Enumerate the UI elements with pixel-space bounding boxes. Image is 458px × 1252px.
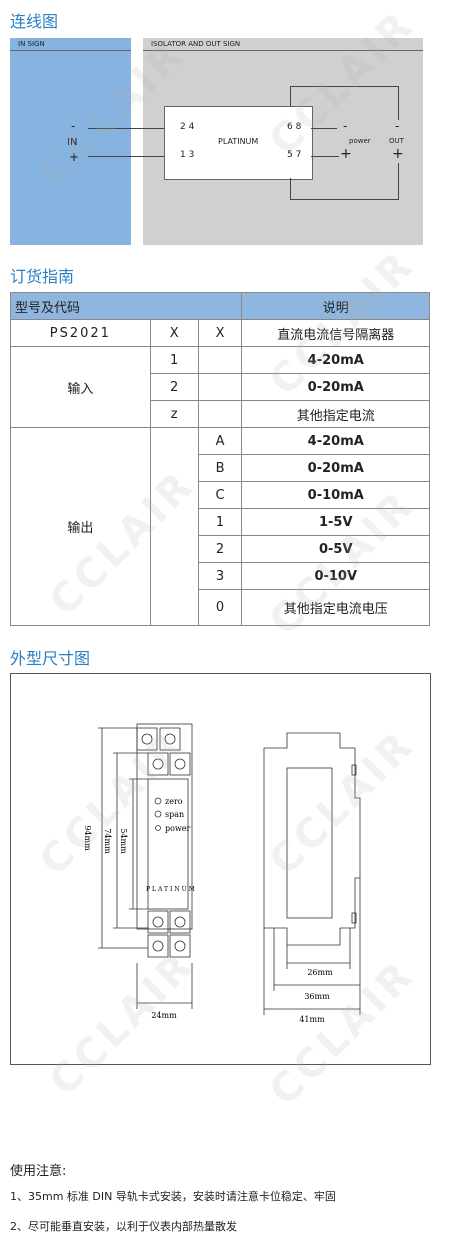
terminal-block — [147, 752, 169, 776]
header-desc: 说明 — [241, 292, 430, 320]
power-wire-minus — [311, 128, 337, 129]
isolator-label: ISOLATOR AND OUT SIGN — [143, 38, 423, 51]
output-code: 2 — [197, 535, 243, 563]
depth-41-label: 41mm — [299, 1015, 325, 1024]
out-minus-sign: - — [395, 119, 400, 133]
in-minus-sign: - — [71, 119, 76, 133]
input-code: 1 — [149, 346, 199, 374]
terminal-block — [147, 910, 169, 934]
output-desc: 0-10V — [241, 562, 430, 590]
power-indicator-label: power — [165, 824, 191, 833]
out-wire-right-bottom — [398, 163, 399, 200]
in-sign-label: IN SIGN — [10, 38, 131, 51]
in-sign-panel: IN SIGN — [10, 38, 131, 245]
out-wire-top-drop — [290, 86, 291, 106]
order-section-title: 订货指南 — [10, 267, 75, 286]
pins-top-right: 6 8 — [287, 122, 302, 132]
pins-bottom-right: 5 7 — [287, 150, 302, 160]
notes-title: 使用注意: — [10, 1164, 67, 1179]
input-group-label: 输入 — [10, 346, 151, 428]
input-desc: 4-20mA — [241, 346, 430, 374]
input-code: 2 — [149, 373, 199, 401]
power-plus-sign: + — [340, 146, 352, 162]
input-desc: 其他指定电流 — [241, 400, 430, 428]
output-desc: 4-20mA — [241, 427, 430, 455]
out-wire-bottom — [290, 199, 399, 200]
out-wire-top — [290, 86, 399, 87]
input-code: z — [149, 400, 199, 428]
terminal-block — [159, 727, 181, 751]
terminal-block — [147, 934, 169, 958]
table-row: z 其他指定电流 — [11, 400, 430, 428]
module-box — [164, 106, 313, 180]
width-24-label: 24mm — [151, 1011, 177, 1020]
pins-bottom-left: 1 3 — [180, 150, 195, 160]
terminal-block — [169, 934, 191, 958]
span-label: span — [165, 810, 184, 819]
input-wire-minus — [88, 128, 164, 129]
header-model: 型号及代码 — [9, 292, 243, 320]
empty-cell — [197, 346, 243, 374]
side-recess — [286, 767, 333, 919]
table-header-row: 型号及代码 说明 — [9, 292, 430, 320]
output-code: 0 — [197, 589, 243, 626]
in-plus-sign: + — [69, 150, 80, 164]
note-item-2: 2、尽可能垂直安装，以利于仪表内部热量散发 — [10, 1220, 237, 1233]
table-row: 2 0-20mA — [11, 373, 430, 401]
dimension-section-title: 外型尺寸图 — [10, 649, 91, 668]
model-x2: X — [197, 319, 243, 347]
output-desc: 1-5V — [241, 508, 430, 536]
height-94-label: 94mm — [83, 825, 92, 851]
front-body-outline — [136, 723, 193, 930]
empty-cell — [197, 400, 243, 428]
module-label: PLATINUM — [218, 137, 259, 146]
table-row: PS2021 X X 直流电流信号隔离器 — [10, 319, 430, 347]
power-label: power — [349, 137, 371, 145]
table-row: 1 1-5V — [11, 508, 430, 536]
order-table: 型号及代码 说明 PS2021 X X 直流电流信号隔离器 输入 1 4-20m… — [9, 292, 430, 626]
dimension-drawing-frame — [10, 673, 431, 1065]
terminal-block — [136, 727, 158, 751]
table-row: B 0-20mA — [11, 454, 430, 482]
wiring-section-title: 连线图 — [10, 12, 59, 31]
output-desc: 其他指定电流电压 — [241, 589, 430, 626]
front-panel — [147, 778, 189, 910]
terminal-block — [169, 752, 191, 776]
in-label: IN — [67, 137, 78, 148]
output-code: C — [197, 481, 243, 509]
output-code: 1 — [197, 508, 243, 536]
table-row: 0 其他指定电流电压 — [11, 589, 430, 626]
depth-36-label: 36mm — [304, 992, 330, 1001]
empty-cell — [197, 373, 243, 401]
output-code: A — [197, 427, 243, 455]
zero-label: zero — [165, 797, 183, 806]
dimension-drawing: zero span power PLATINUM 94mm 74mm 54mm … — [83, 723, 361, 1024]
empty-cell — [149, 427, 199, 626]
depth-26-label: 26mm — [307, 968, 333, 977]
table-row: 3 0-10V — [11, 562, 430, 590]
out-label: OUT — [389, 137, 404, 145]
out-wire-bottom-drop — [290, 178, 291, 200]
input-wire-plus — [88, 156, 164, 157]
power-wire-plus — [311, 156, 339, 157]
output-group-label: 输出 — [10, 427, 151, 626]
pins-top-left: 2 4 — [180, 122, 195, 132]
out-wire-right-top — [398, 86, 399, 120]
output-code: 3 — [197, 562, 243, 590]
terminal-block — [169, 910, 191, 934]
power-minus-sign: - — [343, 119, 348, 133]
table-row: 输出 A 4-20mA — [10, 427, 430, 626]
output-desc: 0-20mA — [241, 454, 430, 482]
note-item-1: 1、35mm 标准 DIN 导轨卡式安装，安装时请注意卡位稳定、牢固 — [10, 1190, 336, 1203]
out-plus-sign: + — [392, 146, 404, 162]
height-54-label: 54mm — [119, 828, 128, 854]
output-code: B — [197, 454, 243, 482]
height-74-label: 74mm — [103, 828, 112, 854]
front-brand-label: PLATINUM — [146, 886, 197, 893]
model-code: PS2021 — [10, 319, 151, 347]
model-desc: 直流电流信号隔离器 — [241, 319, 430, 347]
table-row: 输入 1 4-20mA — [10, 346, 430, 428]
model-x1: X — [149, 319, 199, 347]
